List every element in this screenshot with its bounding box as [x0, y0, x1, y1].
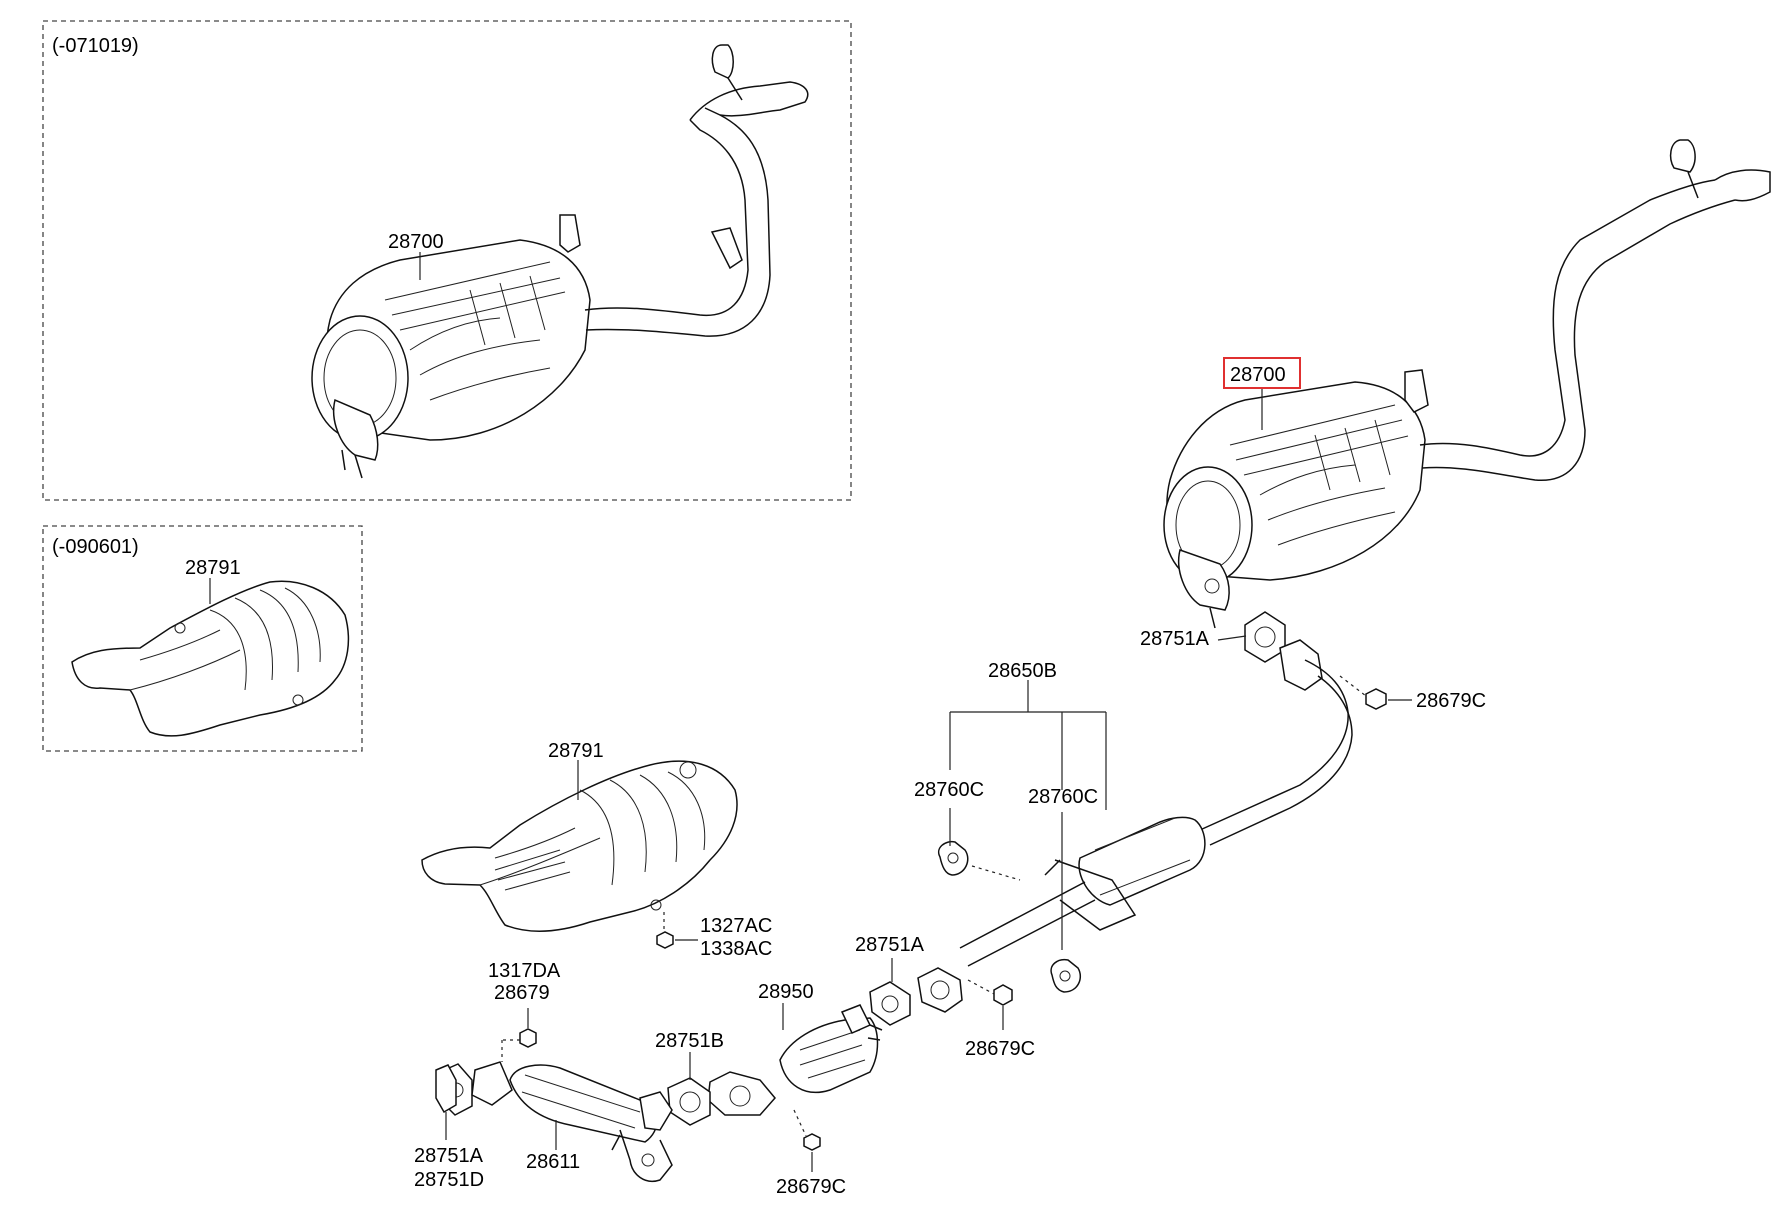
inset-middle-part-label: 28791: [185, 557, 241, 579]
heat-shield-drawing: [421, 760, 738, 932]
center-pipe-drawing: [917, 639, 1353, 1013]
front-gasket-label-a[interactable]: 28751A: [414, 1145, 484, 1167]
hanger-right-drawing: [1050, 958, 1082, 993]
hanger-group-bracket: [949, 680, 1107, 950]
manifold-nut-label-b[interactable]: 28679: [494, 982, 550, 1004]
cat-converter-drawing: [707, 1004, 883, 1116]
bolt-drawing: [656, 931, 674, 949]
hanger-group-label[interactable]: 28650B: [988, 660, 1057, 682]
manifold-nut-drawing: [519, 1028, 537, 1048]
cat-nut-drawing: [803, 1133, 821, 1151]
inset-middle: (-090601) 28791: [42, 525, 363, 752]
inset-top-part-label: 28700: [388, 231, 444, 253]
bolt-label-b[interactable]: 1338AC: [700, 938, 772, 960]
center-gasket-drawing: [869, 981, 911, 1026]
center-nut-label[interactable]: 28679C: [965, 1038, 1035, 1060]
cat-nut-label[interactable]: 28679C: [776, 1176, 846, 1198]
rear-nut-drawing: [1365, 688, 1387, 710]
hanger-left-drawing: [938, 840, 969, 876]
rear-gasket-drawing: [1244, 611, 1286, 663]
front-pipe-label[interactable]: 28611: [526, 1151, 580, 1173]
inset-heat-shield-drawing: [71, 580, 350, 737]
cat-gasket-drawing: [667, 1077, 711, 1126]
main-muffler-highlight: [1223, 357, 1301, 389]
cat-gasket-label[interactable]: 28751B: [655, 1030, 724, 1052]
hanger-left-label[interactable]: 28760C: [914, 779, 984, 801]
inset-top: (-071019) 28700: [42, 20, 852, 501]
main-muffler-label[interactable]: 28700: [1230, 364, 1286, 386]
inset-muffler-drawing: [311, 44, 809, 479]
inset-top-date-code: (-071019): [52, 35, 139, 57]
cat-converter-label[interactable]: 28950: [758, 981, 814, 1003]
manifold-nut-label-a[interactable]: 1317DA: [488, 960, 561, 982]
rear-nut-label[interactable]: 28679C: [1416, 690, 1486, 712]
center-gasket-label[interactable]: 28751A: [855, 934, 925, 956]
inset-middle-date-code: (-090601): [52, 536, 139, 558]
hanger-right-label[interactable]: 28760C: [1028, 786, 1098, 808]
main-muffler-drawing: [1163, 139, 1771, 629]
heat-shield-label[interactable]: 28791: [548, 740, 604, 762]
bolt-label-a[interactable]: 1327AC: [700, 915, 772, 937]
center-nut-drawing: [993, 984, 1013, 1006]
front-gasket-drawing: [435, 1064, 457, 1114]
rear-gasket-label[interactable]: 28751A: [1140, 628, 1210, 650]
front-gasket-label-b[interactable]: 28751D: [414, 1169, 484, 1191]
